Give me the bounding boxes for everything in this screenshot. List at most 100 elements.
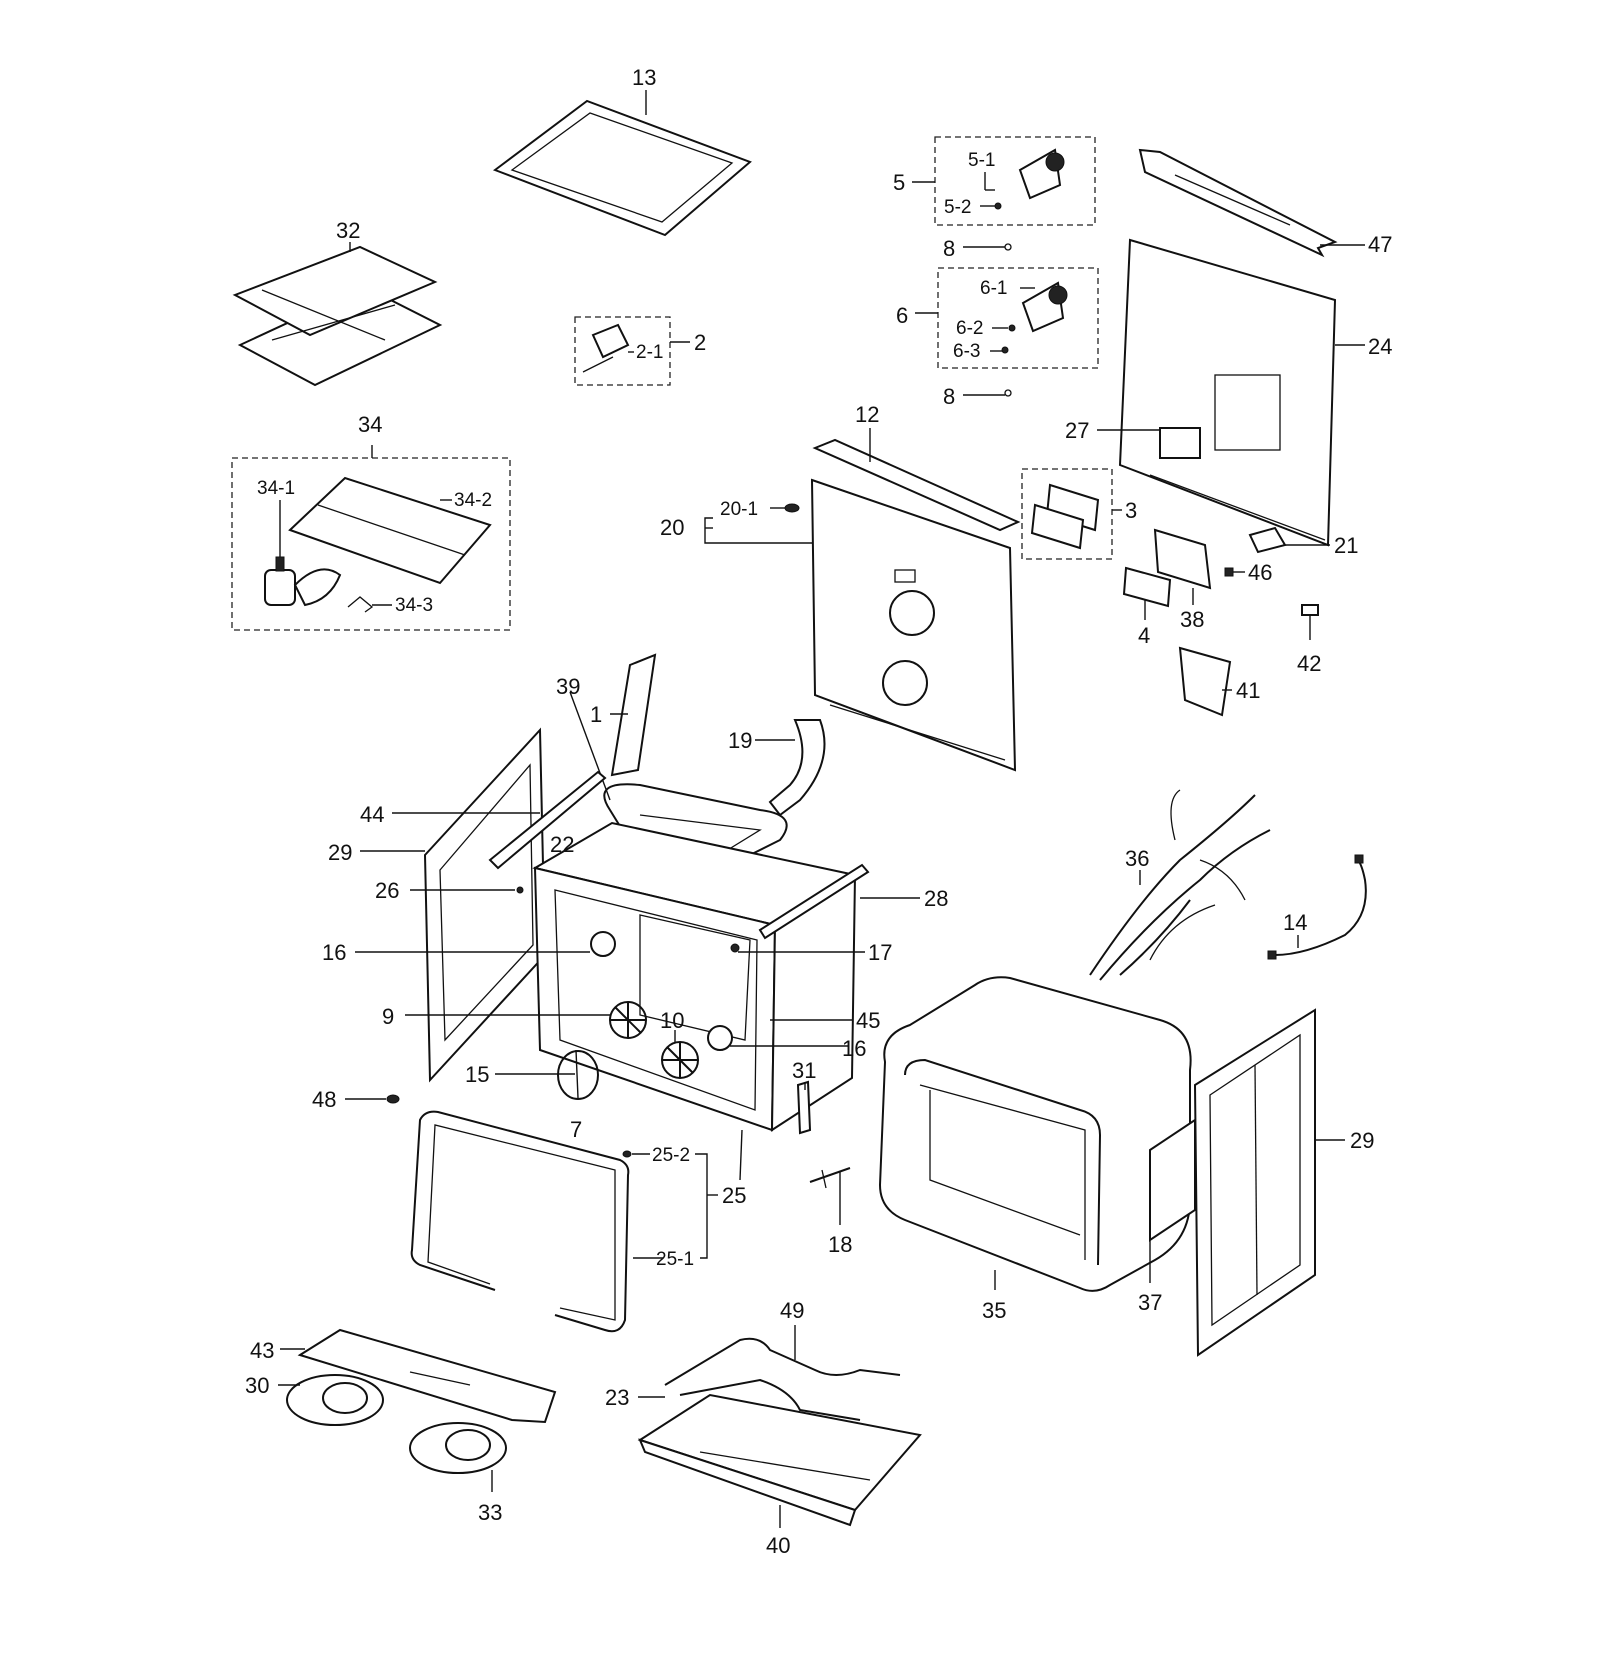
part-8-screw-a[interactable] bbox=[1004, 243, 1012, 251]
label-4: 4 bbox=[1138, 623, 1150, 648]
part-19-duct[interactable] bbox=[768, 719, 826, 817]
leader-20 bbox=[704, 517, 812, 544]
part-17-sensor[interactable] bbox=[730, 943, 740, 953]
part-14-wire[interactable] bbox=[1267, 854, 1367, 960]
label-36: 36 bbox=[1125, 846, 1149, 871]
part-9-convection-fan[interactable] bbox=[609, 1001, 647, 1039]
part-37-side-plate[interactable] bbox=[1149, 1118, 1196, 1242]
part-47-rear-cover[interactable] bbox=[1138, 148, 1338, 258]
part-1-vent-duct[interactable] bbox=[610, 653, 657, 777]
part-33-burner-cap-right[interactable] bbox=[409, 1422, 507, 1474]
group-box-34 bbox=[231, 457, 511, 631]
label-23: 23 bbox=[605, 1385, 629, 1410]
part-labels: 13 32 2 2-1 34 34-1 34-2 34-3 5 5-1 5-2 … bbox=[245, 65, 1392, 1558]
part-3-control-board[interactable] bbox=[1030, 483, 1100, 550]
label-43: 43 bbox=[250, 1338, 274, 1363]
label-16b: 16 bbox=[842, 1036, 866, 1061]
label-7: 7 bbox=[570, 1117, 582, 1142]
label-22: 22 bbox=[550, 832, 574, 857]
part-32-oven-racks[interactable] bbox=[232, 245, 443, 387]
part-46-clip[interactable] bbox=[1224, 567, 1234, 577]
label-37: 37 bbox=[1138, 1290, 1162, 1315]
part-36-wire-harness[interactable] bbox=[1089, 789, 1271, 981]
label-39: 39 bbox=[556, 674, 580, 699]
label-27: 27 bbox=[1065, 418, 1089, 443]
part-13-cooktop-frame[interactable] bbox=[492, 99, 752, 237]
part-41-bracket[interactable] bbox=[1178, 646, 1232, 717]
label-2-1: 2-1 bbox=[636, 342, 663, 363]
label-14: 14 bbox=[1283, 910, 1307, 935]
part-25-2-plug[interactable] bbox=[622, 1150, 632, 1158]
part-49-bake-element[interactable] bbox=[664, 1337, 901, 1421]
part-34-1-meat-probe[interactable] bbox=[264, 556, 342, 607]
part-29-right-side-panel[interactable] bbox=[1193, 1008, 1316, 1357]
group-box-5 bbox=[934, 136, 1096, 226]
label-30: 30 bbox=[245, 1373, 269, 1398]
part-6-1-lock-assembly[interactable] bbox=[1021, 281, 1068, 333]
label-26: 26 bbox=[375, 878, 399, 903]
label-6: 6 bbox=[896, 303, 908, 328]
part-21-terminal-block[interactable] bbox=[1248, 526, 1287, 554]
part-44-rail[interactable] bbox=[488, 770, 607, 870]
label-34-3: 34-3 bbox=[395, 595, 433, 616]
part-6-3-screw[interactable] bbox=[1001, 346, 1009, 354]
part-26-screw[interactable] bbox=[516, 886, 524, 894]
label-8a: 8 bbox=[943, 236, 955, 261]
label-15: 15 bbox=[465, 1062, 489, 1087]
label-24: 24 bbox=[1368, 334, 1392, 359]
label-34-2: 34-2 bbox=[454, 490, 492, 511]
label-19: 19 bbox=[728, 728, 752, 753]
part-29-left-side-panel[interactable] bbox=[423, 727, 547, 1083]
part-34-3-clip[interactable] bbox=[347, 596, 374, 613]
label-9: 9 bbox=[382, 1004, 394, 1029]
part-12-top-rail[interactable] bbox=[812, 438, 1021, 532]
part-16-oven-lamp-lower[interactable] bbox=[707, 1025, 733, 1051]
group-box-6 bbox=[937, 267, 1099, 369]
part-16-oven-lamp-upper[interactable] bbox=[590, 931, 616, 957]
part-5-2-screw[interactable] bbox=[994, 202, 1002, 210]
part-27-cover-plate[interactable] bbox=[1159, 427, 1201, 459]
label-12: 12 bbox=[855, 402, 879, 427]
label-6-3: 6-3 bbox=[953, 341, 980, 362]
label-32: 32 bbox=[336, 218, 360, 243]
part-42-clip[interactable] bbox=[1301, 604, 1319, 616]
label-45: 45 bbox=[856, 1008, 880, 1033]
part-24-rear-panel[interactable] bbox=[1118, 238, 1337, 547]
part-20-1-screw[interactable] bbox=[784, 503, 800, 513]
label-38: 38 bbox=[1180, 607, 1204, 632]
part-35-outer-cabinet[interactable] bbox=[878, 976, 1192, 1292]
part-43-bottom-rail[interactable] bbox=[297, 1328, 557, 1424]
part-48-plug[interactable] bbox=[386, 1094, 400, 1104]
part-2-1-bracket[interactable] bbox=[582, 323, 630, 373]
label-41: 41 bbox=[1236, 678, 1260, 703]
label-29b: 29 bbox=[1350, 1128, 1374, 1153]
label-40: 40 bbox=[766, 1533, 790, 1558]
label-49: 49 bbox=[780, 1298, 804, 1323]
label-25-2: 25-2 bbox=[652, 1145, 690, 1166]
part-23-bottom-plate[interactable] bbox=[637, 1393, 922, 1527]
part-34-2-rack[interactable] bbox=[288, 476, 492, 585]
part-25-1-oven-gasket[interactable] bbox=[410, 1110, 630, 1333]
part-4-cover[interactable] bbox=[1122, 566, 1172, 608]
label-13: 13 bbox=[632, 65, 656, 90]
label-2: 2 bbox=[694, 330, 706, 355]
part-31-bracket[interactable] bbox=[796, 1080, 812, 1135]
part-8-screw-b[interactable] bbox=[1004, 389, 1012, 397]
label-44: 44 bbox=[360, 802, 384, 827]
part-18-sensor-probe[interactable] bbox=[809, 1167, 851, 1189]
label-6-1: 6-1 bbox=[980, 278, 1007, 299]
leader-39 bbox=[569, 691, 611, 801]
label-31: 31 bbox=[792, 1058, 816, 1083]
part-30-burner-cap-left[interactable] bbox=[286, 1374, 384, 1426]
label-28: 28 bbox=[924, 886, 948, 911]
label-29a: 29 bbox=[328, 840, 352, 865]
part-38-bracket[interactable] bbox=[1153, 528, 1212, 590]
part-20-back-frame[interactable] bbox=[810, 478, 1017, 772]
part-5-1-lock-assembly[interactable] bbox=[1018, 148, 1065, 200]
part-7-gasket-ring[interactable] bbox=[557, 1050, 599, 1100]
part-28-side-rail[interactable] bbox=[758, 863, 870, 940]
part-10-fan-blade[interactable] bbox=[661, 1041, 699, 1079]
part-6-2-screw[interactable] bbox=[1008, 324, 1016, 332]
label-3: 3 bbox=[1125, 498, 1137, 523]
